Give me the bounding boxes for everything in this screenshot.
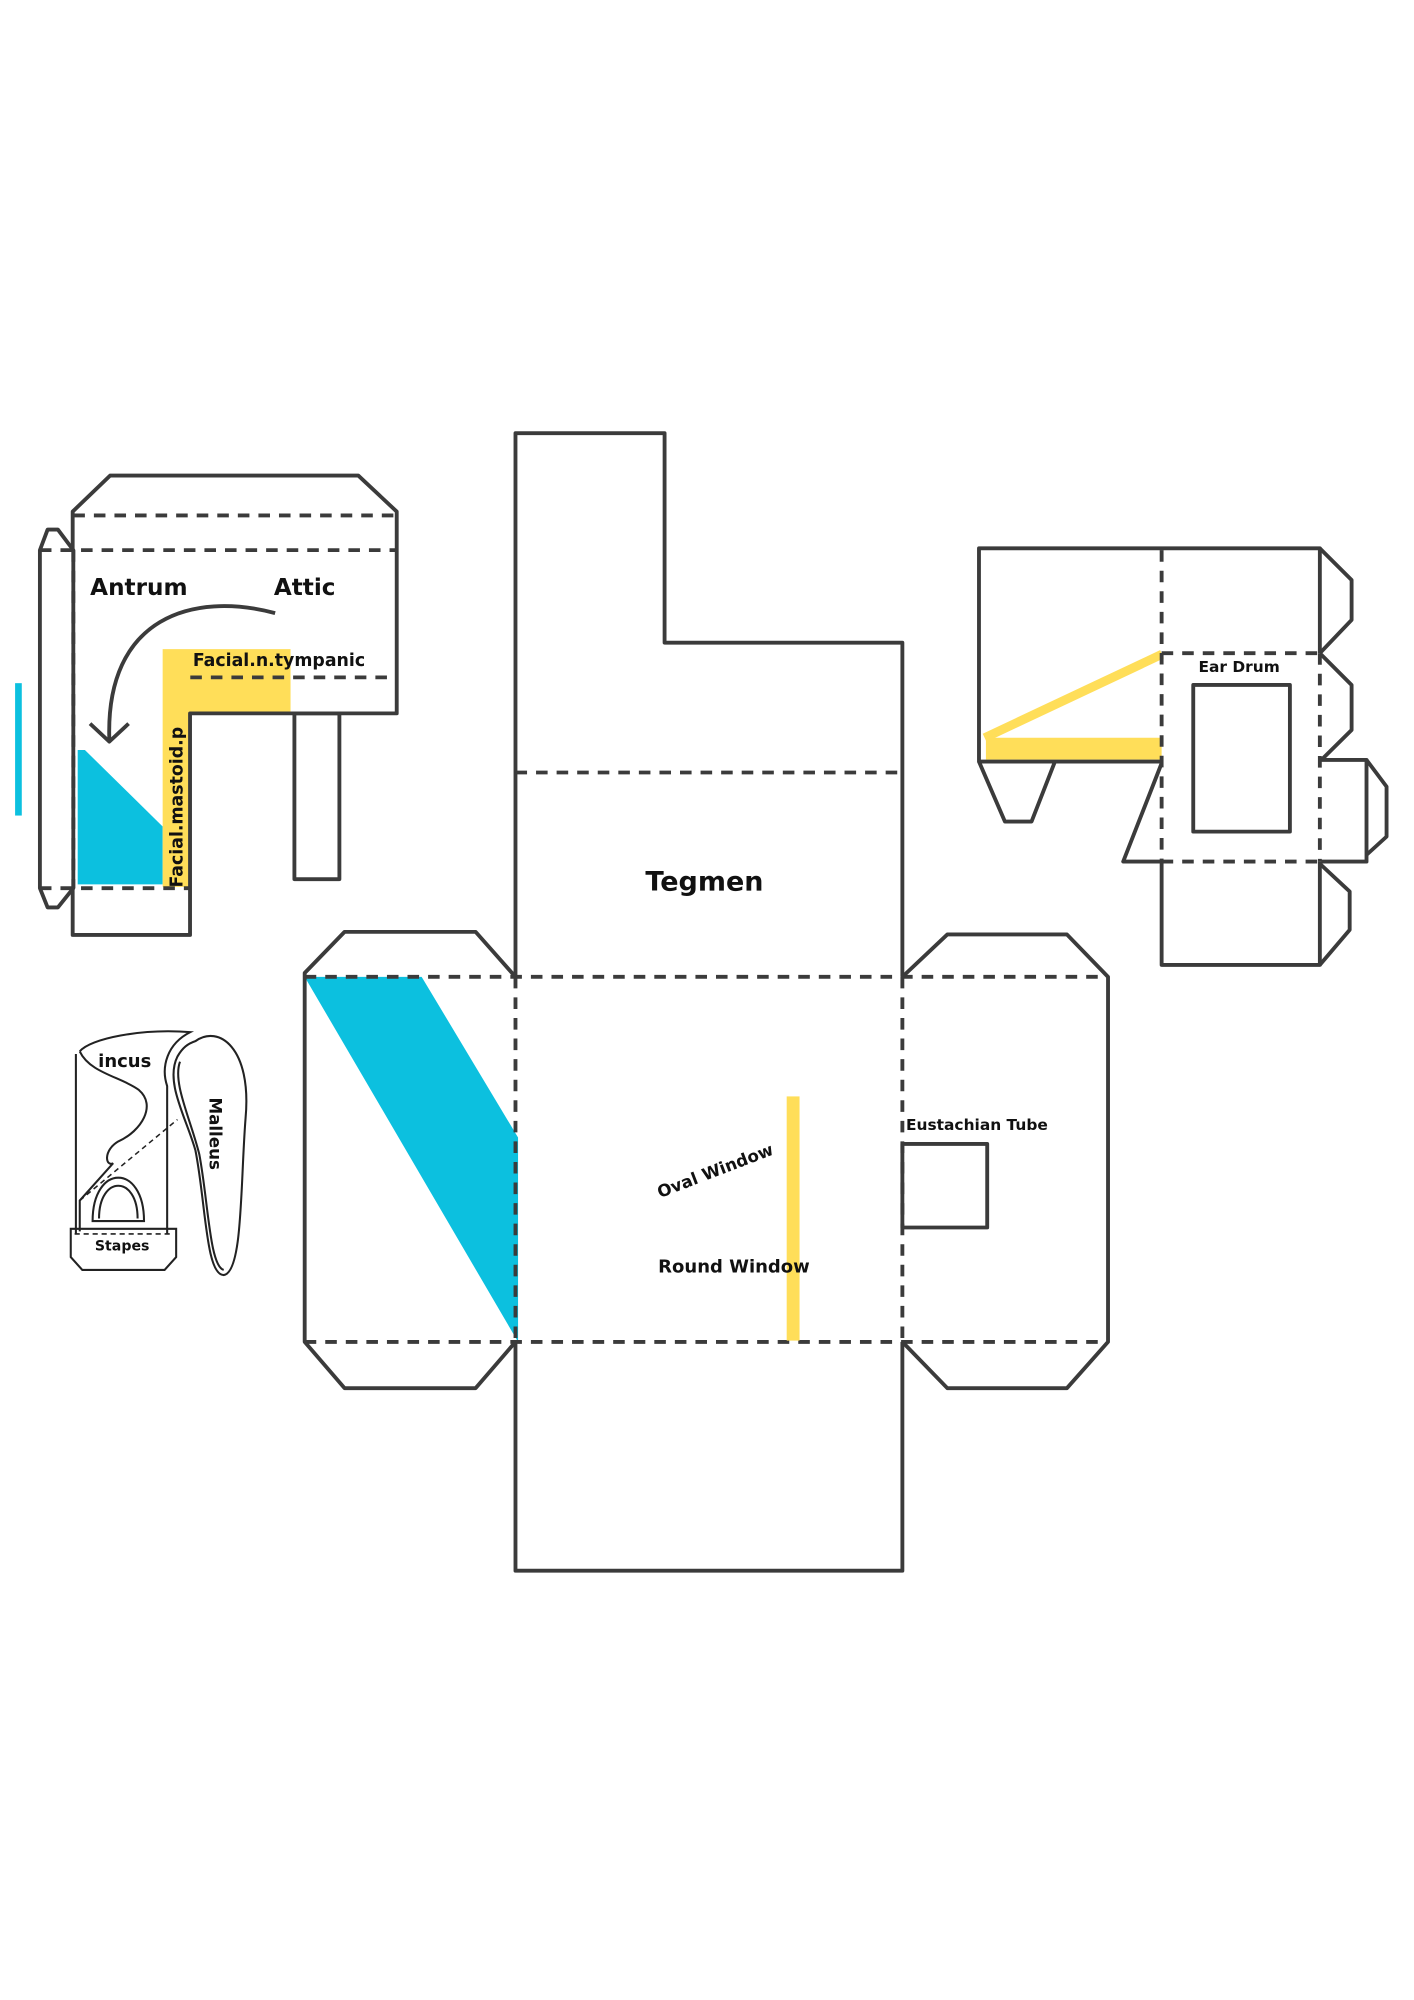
- cyan-region: [304, 976, 519, 1342]
- yellow-drum-bar: [985, 737, 1162, 760]
- attic-label: Attic: [274, 575, 336, 601]
- malleus-outline: [172, 1035, 248, 1277]
- malleus-label: Malleus: [206, 1097, 226, 1170]
- tegmen-label: Tegmen: [645, 867, 763, 898]
- center-column-outline: [513, 431, 905, 1573]
- right-flap-outline: [900, 932, 1110, 1391]
- arrow-head-icon: [88, 722, 130, 744]
- tab-3-tip: [1364, 758, 1389, 857]
- stapes-arch: [91, 1176, 146, 1223]
- antrum-label: Antrum: [90, 575, 187, 601]
- cyan-marker-bar: [15, 683, 22, 816]
- yellow-facial-nerve: [162, 649, 291, 887]
- cyan-antrum-region: [77, 750, 163, 885]
- ear-drum-label: Ear Drum: [1198, 658, 1279, 676]
- stapes-label: Stapes: [95, 1239, 150, 1255]
- mastoid-side-flap: [37, 527, 76, 910]
- curved-arrow-icon: [107, 604, 276, 740]
- ear-drum-outline: [977, 546, 1322, 967]
- yellow-window-bar: [786, 1096, 800, 1341]
- tab-4: [1318, 862, 1352, 967]
- left-flap-outline: [302, 929, 517, 1391]
- stapes-footplate: [69, 1227, 178, 1271]
- tab-1: [1318, 546, 1354, 655]
- incus-label: incus: [98, 1051, 151, 1072]
- mastoid-leg-tab: [292, 711, 342, 882]
- middle-ear-box: Tegmen Oval Window Round Window Eustachi…: [302, 431, 1110, 1573]
- incus-joint: [79, 1118, 178, 1202]
- malleus-inner: [177, 1061, 225, 1271]
- oval-window-label: Oval Window: [654, 1139, 776, 1202]
- tab-2: [1318, 651, 1354, 762]
- tab-3: [1321, 757, 1369, 864]
- mastoid-piece: Antrum Attic Facial.n.tympanic Facial.ma…: [15, 473, 399, 937]
- facial-mastoid-label: Facial.mastoid.p: [168, 727, 188, 888]
- round-window-label: Round Window: [658, 1256, 810, 1277]
- eustachian-tube-window: [900, 1142, 990, 1230]
- yellow-drum-diagonal: [982, 650, 1164, 742]
- ear-drum-window: [1191, 683, 1292, 834]
- eustachian-tube-label: Eustachian Tube: [906, 1116, 1048, 1134]
- ossicles-piece: incus Malleus Stapes: [69, 1030, 248, 1277]
- mastoid-outline: [70, 473, 399, 937]
- facial-tympanic-label: Facial.n.tympanic: [193, 651, 365, 671]
- incus-outline: [78, 1030, 195, 1234]
- stapes-arch-inner: [98, 1184, 139, 1219]
- ear-drum-piece: Ear Drum: [977, 546, 1389, 967]
